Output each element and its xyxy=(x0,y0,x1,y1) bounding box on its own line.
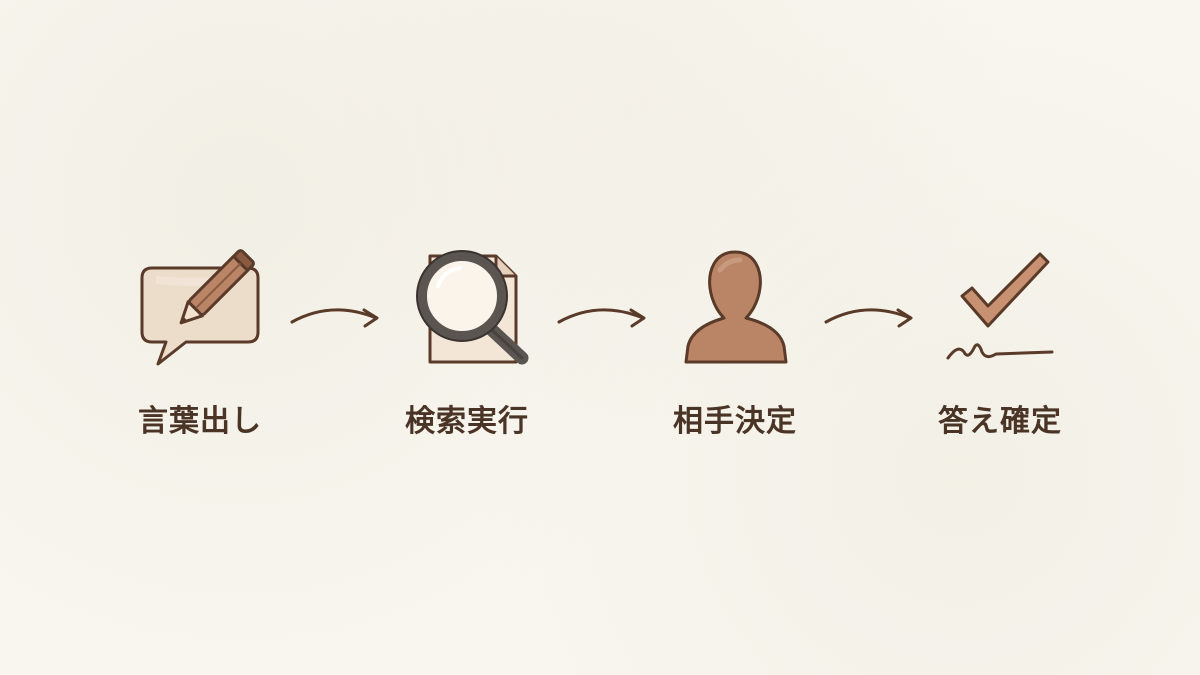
person-silhouette-icon xyxy=(684,250,788,364)
step-label-2: 検索実行 xyxy=(405,404,529,439)
step-confirm-answer xyxy=(940,240,1060,370)
step-decide-partner xyxy=(670,240,800,370)
checkmark-signature-icon xyxy=(946,252,1054,360)
step-label-3: 相手決定 xyxy=(673,404,797,439)
arrow-right-icon xyxy=(824,308,913,328)
arrow-right-icon xyxy=(557,308,646,328)
document-magnifier-icon xyxy=(416,250,529,365)
step-search xyxy=(400,240,540,370)
arrow-right-icon xyxy=(290,308,379,328)
step-word-generation xyxy=(130,240,270,370)
step-label-4: 答え確定 xyxy=(938,404,1062,439)
speech-bubble-pencil-icon xyxy=(140,249,260,366)
step-label-1: 言葉出し xyxy=(138,404,262,439)
